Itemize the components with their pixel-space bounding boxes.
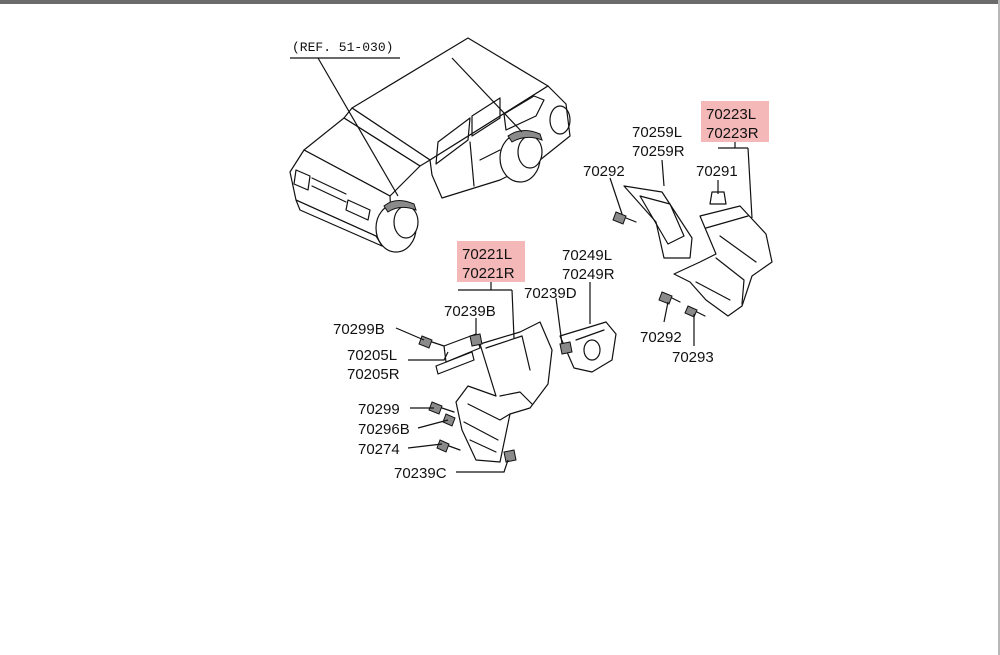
rear-mudguard-parts <box>612 185 773 318</box>
label-70292-top: 70292 <box>583 163 625 180</box>
front-mudguard-parts <box>418 321 617 463</box>
label-70221L: 70221L <box>462 246 512 263</box>
label-70221R: 70221R <box>462 265 515 282</box>
vehicle-illustration <box>289 37 571 253</box>
highlight-70221 <box>457 241 525 282</box>
ref-label: (REF. 51-030) <box>292 40 393 55</box>
highlight-70223 <box>701 101 769 142</box>
label-70205L: 70205L <box>347 347 397 364</box>
label-70239B: 70239B <box>444 303 496 320</box>
label-70296B: 70296B <box>358 421 410 438</box>
label-70274: 70274 <box>358 441 400 458</box>
label-70249L: 70249L <box>562 247 612 264</box>
label-70292-bottom: 70292 <box>640 329 682 346</box>
label-70249R: 70249R <box>562 266 615 283</box>
label-70223R: 70223R <box>706 125 759 142</box>
label-70239D: 70239D <box>524 285 577 302</box>
label-70239C: 70239C <box>394 465 447 482</box>
label-70299: 70299 <box>358 401 400 418</box>
label-70223L: 70223L <box>706 106 756 123</box>
label-70205R: 70205R <box>347 366 400 383</box>
part-labels: 70223L 70223R 70259L 70259R 70292 70291 … <box>333 106 759 482</box>
right-border <box>998 0 1000 655</box>
label-70299B: 70299B <box>333 321 385 338</box>
top-border <box>0 0 1000 4</box>
leader-lines <box>395 142 753 473</box>
label-70259L: 70259L <box>632 124 682 141</box>
label-70259R: 70259R <box>632 143 685 160</box>
label-70293: 70293 <box>672 349 714 366</box>
label-70291: 70291 <box>696 163 738 180</box>
